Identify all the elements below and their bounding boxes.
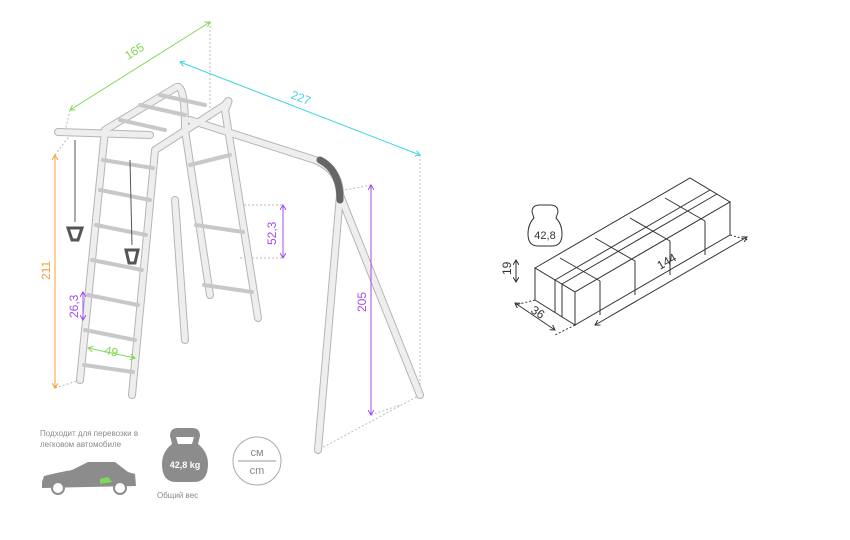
weight-label: Общий вес: [157, 491, 199, 500]
dim-width-line: [180, 62, 420, 155]
dim-height-label: 211: [39, 261, 53, 280]
swing-frame: [54, 82, 424, 454]
units-icon: см cm: [232, 436, 282, 486]
dim-depth-line: [70, 22, 210, 110]
dim-depth-label: 165: [122, 40, 147, 63]
dim-beam-height-label: 205: [355, 292, 369, 312]
guide-lines: [54, 22, 421, 451]
dim-front-step-label: 26,3: [67, 294, 81, 318]
package-weight-label: 42,8: [534, 230, 555, 242]
unit-bottom: cm: [250, 465, 265, 477]
package-weight-icon: 42,8: [527, 204, 563, 247]
dim-width-label: 227: [289, 88, 313, 108]
weight-badge-label: 42,8 kg: [170, 460, 201, 470]
weight-icon: 42,8 kg: [162, 428, 208, 482]
dim-back-step-label: 52,3: [265, 221, 279, 245]
package-height-label: 19: [500, 261, 514, 275]
gymnastic-rings: [65, 140, 140, 265]
unit-top: см: [250, 447, 263, 459]
dim-ladder-width-label: 49: [103, 343, 119, 360]
car-icon: [42, 462, 136, 495]
car-note: Подходит для перевозки в легковом автомо…: [40, 429, 139, 449]
